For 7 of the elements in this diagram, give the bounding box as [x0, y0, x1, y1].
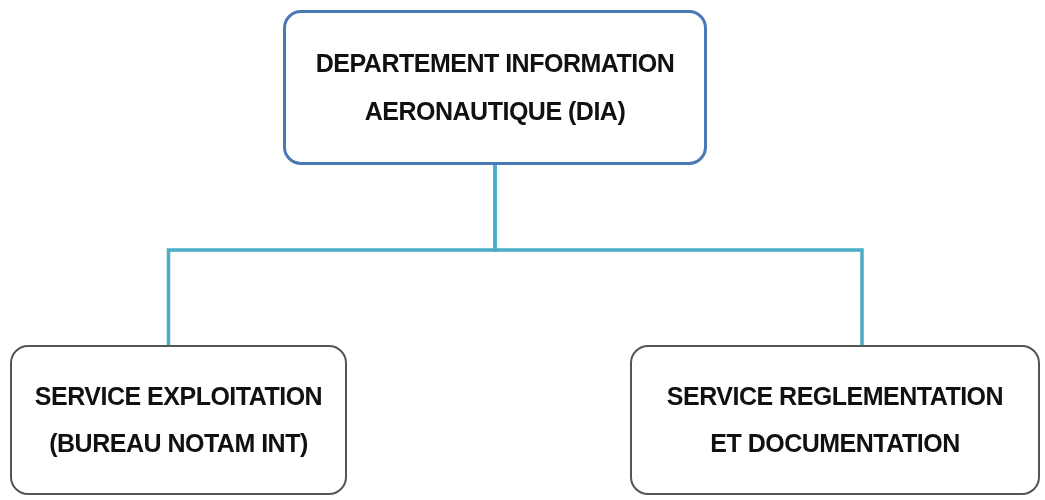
org-box: [630, 345, 1040, 495]
org-box: [283, 10, 707, 165]
unit-name: DEPARTEMENT INFORMATION AERONAUTIQUE (DIA): [314, 48, 676, 127]
connector-line: [493, 165, 864, 345]
unit-name: SERVICE EXPLOITATION (BUREAU NOTAM INT): [33, 380, 324, 459]
unit-name: SERVICE REGLEMENTATION ET DOCUMENTATION: [665, 380, 1005, 459]
org-box: [10, 345, 347, 495]
